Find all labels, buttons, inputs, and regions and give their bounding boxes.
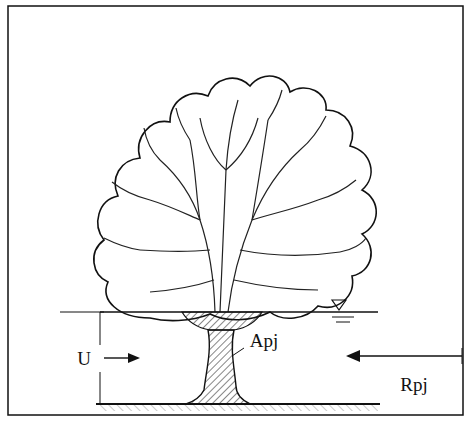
tree-branches — [104, 90, 366, 312]
depth-symbol: U — [75, 348, 93, 369]
velocity-arrow — [128, 353, 140, 363]
tree-canopy — [94, 76, 376, 321]
submerged-canopy — [182, 312, 262, 330]
resistance-label: Rpj — [398, 374, 429, 395]
water-level-symbol — [332, 317, 354, 318]
force-arrow — [358, 355, 462, 356]
tree-trunk — [186, 330, 250, 404]
water-level-symbol — [332, 300, 346, 310]
dimension-tick — [60, 312, 104, 313]
force-arrow — [346, 350, 360, 362]
water-level-symbol — [336, 322, 350, 323]
frame — [8, 6, 463, 415]
dimension-line — [100, 312, 101, 345]
leader-line — [232, 348, 244, 356]
projected-area-label: Apj — [248, 330, 281, 351]
ground-line — [96, 403, 380, 405]
water-surface — [100, 311, 378, 313]
velocity-arrow — [104, 357, 130, 358]
ground-hatch — [100, 404, 378, 411]
dimension-line — [100, 372, 101, 404]
